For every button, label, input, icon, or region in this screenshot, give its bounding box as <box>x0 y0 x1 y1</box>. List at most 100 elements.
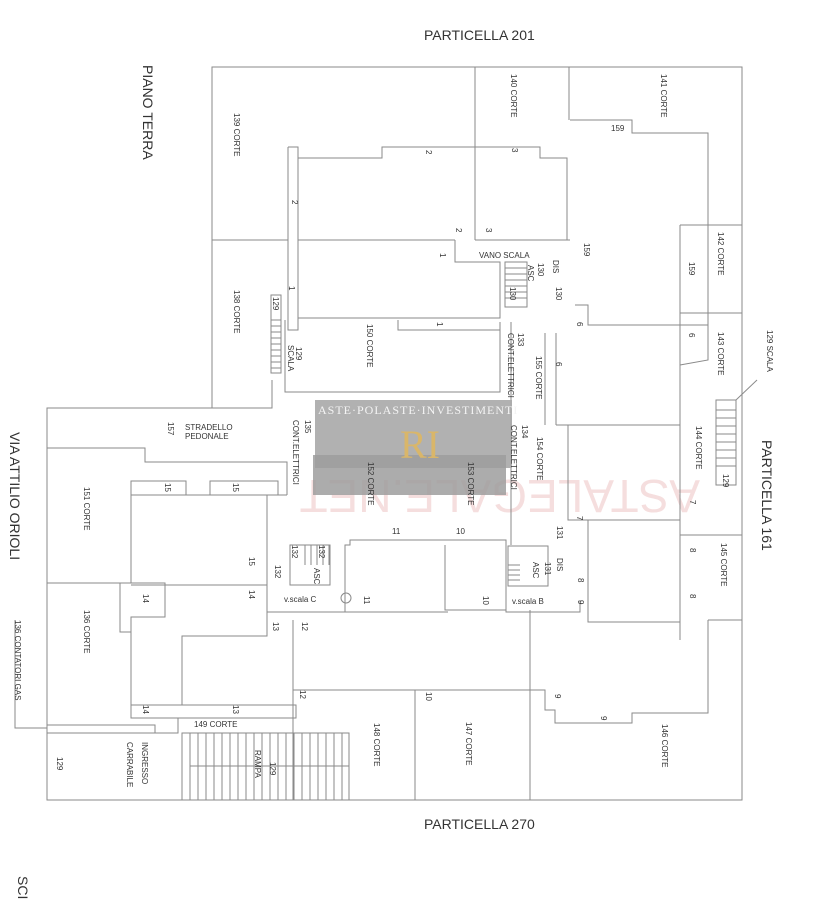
svg-text:151 CORTE: 151 CORTE <box>82 487 91 530</box>
svg-text:8: 8 <box>688 548 697 553</box>
svg-text:135: 135 <box>303 420 312 434</box>
svg-text:149 CORTE: 149 CORTE <box>194 720 237 729</box>
title-particella-161: PARTICELLA 161 <box>759 440 775 551</box>
svg-text:INGRESSO: INGRESSO <box>140 742 149 784</box>
svg-text:CONT.ELETTRICI: CONT.ELETTRICI <box>509 425 518 490</box>
svg-text:7: 7 <box>688 500 697 505</box>
svg-text:CONT.ELETTRICI: CONT.ELETTRICI <box>506 333 515 398</box>
svg-text:14: 14 <box>141 705 150 714</box>
street-label: VIA ATTILIO ORIOLI <box>7 432 23 560</box>
svg-text:DIS: DIS <box>555 558 564 571</box>
svg-text:159: 159 <box>611 124 625 133</box>
svg-text:130: 130 <box>508 287 517 301</box>
svg-text:ASC: ASC <box>526 265 535 282</box>
svg-text:129: 129 <box>721 474 730 488</box>
svg-text:11: 11 <box>392 527 401 536</box>
svg-text:v.scala B: v.scala B <box>512 597 544 606</box>
svg-text:6: 6 <box>575 322 584 327</box>
svg-text:9: 9 <box>599 716 608 721</box>
svg-text:14: 14 <box>247 590 256 599</box>
svg-text:129: 129 <box>268 762 277 776</box>
svg-text:1: 1 <box>438 253 447 258</box>
svg-text:132: 132 <box>290 545 299 559</box>
svg-text:10: 10 <box>481 596 490 605</box>
svg-text:129 SCALA: 129 SCALA <box>765 330 774 372</box>
svg-text:7: 7 <box>575 516 584 521</box>
svg-text:14: 14 <box>141 594 150 603</box>
svg-text:6: 6 <box>687 333 696 338</box>
svg-text:1: 1 <box>287 286 296 291</box>
agency-name: ASTE·POLASTE·INVESTIMENTI <box>318 403 518 417</box>
svg-text:129: 129 <box>55 757 64 771</box>
svg-text:146 CORTE: 146 CORTE <box>660 724 669 767</box>
svg-text:STRADELLO: STRADELLO <box>185 423 233 432</box>
stair-129-right <box>715 379 758 486</box>
svg-text:13: 13 <box>271 622 280 631</box>
svg-text:v.scala C: v.scala C <box>284 595 317 604</box>
svg-text:PEDONALE: PEDONALE <box>185 432 229 441</box>
unit-numbers: 2 2 3 2 3 1 1 1 6 6 6 7 7 8 8 8 9 9 9 10… <box>141 148 697 721</box>
svg-text:1: 1 <box>435 322 444 327</box>
svg-text:145 CORTE: 145 CORTE <box>719 543 728 586</box>
svg-text:15: 15 <box>231 483 240 492</box>
svg-text:10: 10 <box>456 527 465 536</box>
svg-text:2: 2 <box>290 200 299 205</box>
gas-leader-line <box>14 620 47 729</box>
svg-text:6: 6 <box>554 362 563 367</box>
svg-text:148 CORTE: 148 CORTE <box>372 723 381 766</box>
svg-text:132: 132 <box>317 545 326 559</box>
svg-text:8: 8 <box>576 578 585 583</box>
svg-text:141 CORTE: 141 CORTE <box>659 74 668 117</box>
svg-text:12: 12 <box>298 690 307 699</box>
svg-text:ASC: ASC <box>312 568 321 585</box>
stair-scala-b <box>507 545 549 587</box>
svg-text:155 CORTE: 155 CORTE <box>534 356 543 399</box>
svg-text:132: 132 <box>273 565 282 579</box>
svg-text:130: 130 <box>554 287 563 301</box>
svg-text:DIS: DIS <box>551 260 560 273</box>
svg-text:131: 131 <box>555 526 564 540</box>
stair-vano-scala <box>504 261 528 308</box>
svg-text:10: 10 <box>424 692 433 701</box>
svg-text:152 CORTE: 152 CORTE <box>366 462 375 505</box>
svg-text:131: 131 <box>543 562 552 576</box>
title-particella-270: PARTICELLA 270 <box>424 816 535 832</box>
svg-text:SCALA: SCALA <box>286 345 295 372</box>
floor-label: PIANO TERRA <box>140 65 156 160</box>
cut-label: SCI <box>15 876 31 899</box>
svg-text:159: 159 <box>687 262 696 276</box>
svg-text:134: 134 <box>520 425 529 439</box>
svg-text:142 CORTE: 142 CORTE <box>716 232 725 275</box>
svg-text:2: 2 <box>424 150 433 155</box>
svg-text:136 CONTATORI GAS: 136 CONTATORI GAS <box>13 620 22 700</box>
title-particella-201: PARTICELLA 201 <box>424 27 535 43</box>
svg-text:15: 15 <box>163 483 172 492</box>
svg-text:143 CORTE: 143 CORTE <box>716 332 725 375</box>
svg-text:2: 2 <box>454 228 463 233</box>
svg-text:CARRABILE: CARRABILE <box>125 742 134 787</box>
svg-text:13: 13 <box>231 705 240 714</box>
svg-text:3: 3 <box>510 148 519 153</box>
svg-text:157: 157 <box>166 422 175 436</box>
svg-text:154 CORTE: 154 CORTE <box>535 437 544 480</box>
agency-watermark: RI ASTE·POLASTE·INVESTIMENTI <box>313 400 518 495</box>
svg-text:153 CORTE: 153 CORTE <box>466 462 475 505</box>
svg-text:140 CORTE: 140 CORTE <box>509 74 518 117</box>
svg-text:133: 133 <box>516 333 525 347</box>
svg-text:129: 129 <box>294 347 303 361</box>
svg-text:150 CORTE: 150 CORTE <box>365 324 374 367</box>
svg-text:144 CORTE: 144 CORTE <box>694 426 703 469</box>
svg-text:147 CORTE: 147 CORTE <box>464 722 473 765</box>
agency-logo: RI <box>400 422 440 467</box>
svg-text:12: 12 <box>300 622 309 631</box>
room-labels: 139 CORTE 138 CORTE 140 CORTE 141 CORTE … <box>13 74 774 787</box>
svg-text:136 CORTE: 136 CORTE <box>82 610 91 653</box>
svg-text:ASC: ASC <box>531 562 540 579</box>
svg-text:9: 9 <box>576 600 585 605</box>
svg-text:130: 130 <box>536 263 545 277</box>
stair-129-left <box>270 294 282 374</box>
walls <box>14 66 758 801</box>
svg-text:3: 3 <box>484 228 493 233</box>
svg-text:CONT.ELETTRICI: CONT.ELETTRICI <box>291 420 300 485</box>
ramp-129 <box>181 732 350 801</box>
